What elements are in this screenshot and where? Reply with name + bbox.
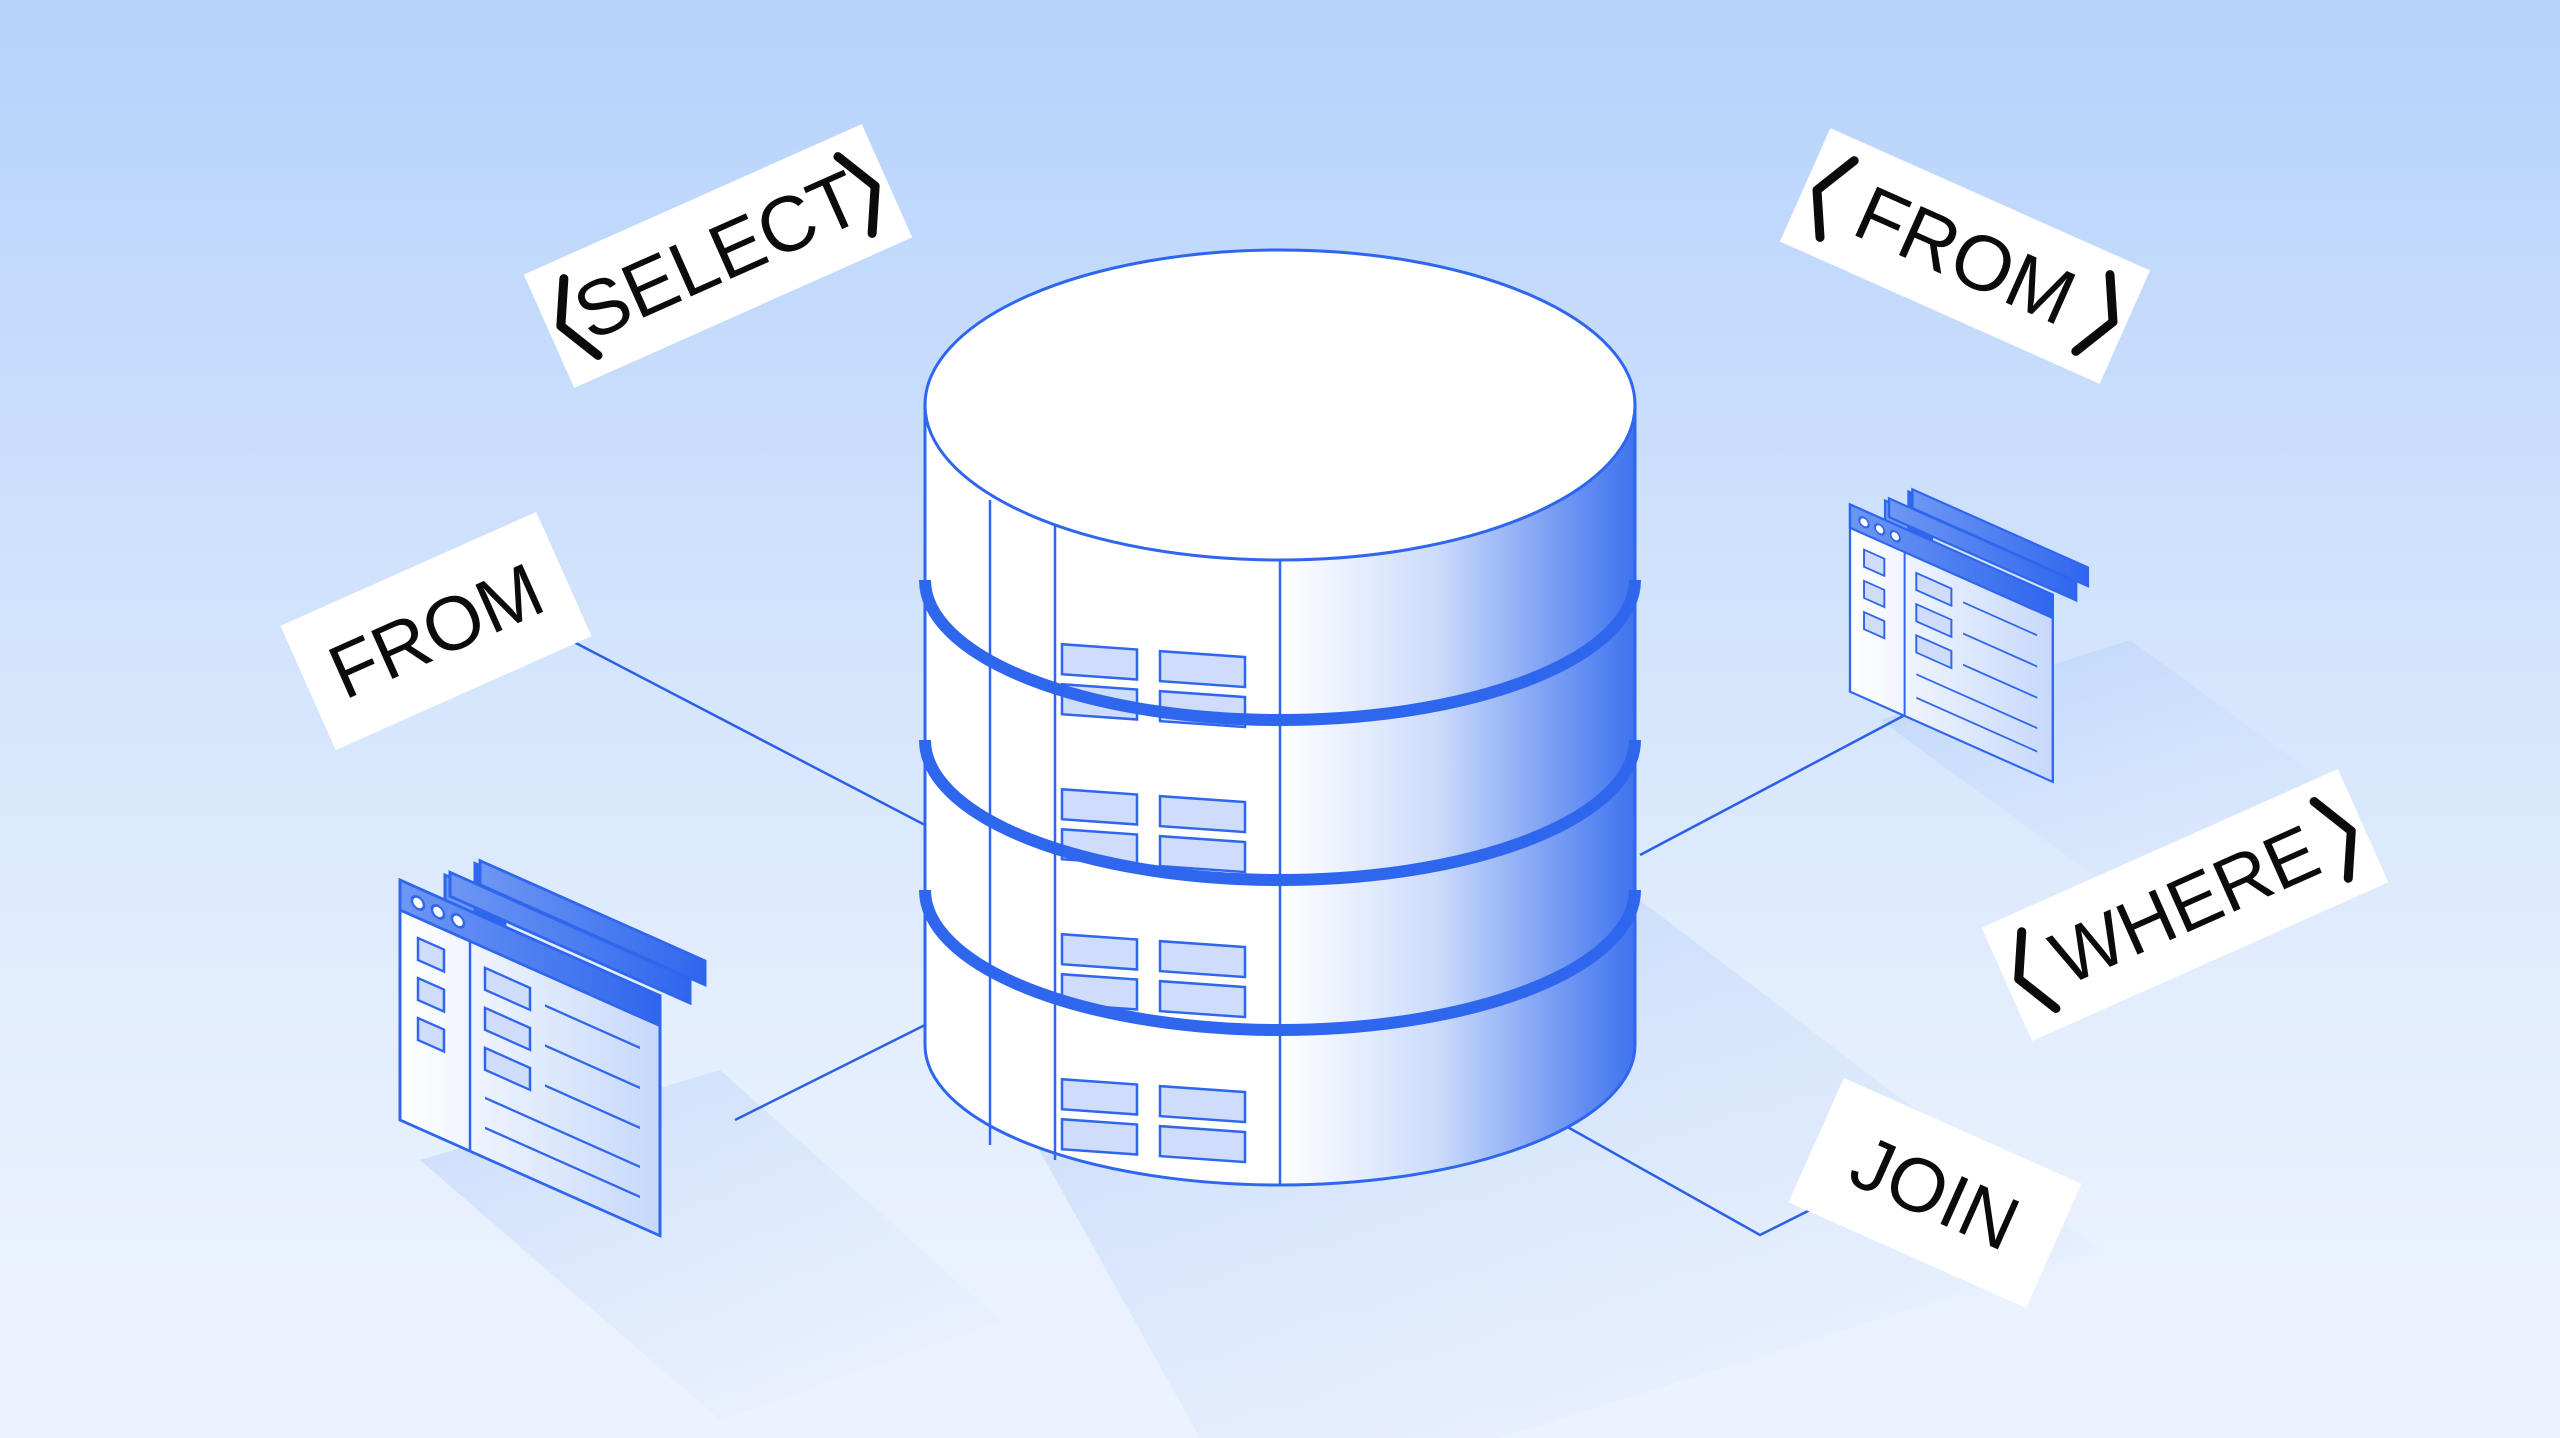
keyword-card-from-left: FROM — [280, 511, 592, 751]
connector-join — [1554, 1118, 1811, 1237]
drawer-panels — [1060, 642, 1247, 1164]
right-angle-bracket-icon — [2309, 797, 2356, 883]
table-window-stack-icon — [398, 858, 707, 1238]
cylinder-rings — [919, 579, 1641, 1036]
connector-lines — [569, 638, 1906, 1237]
database-cylinder-icon — [919, 248, 1641, 1187]
left-angle-bracket-icon — [1812, 156, 1859, 242]
left-angle-bracket-icon — [2014, 927, 2061, 1013]
keyword-card-from-top: FROM — [1779, 128, 2151, 384]
keyword-card-select: SELECT — [523, 124, 913, 388]
right-angle-bracket-icon — [2071, 270, 2118, 356]
connector-table-right — [1639, 713, 1906, 857]
table-window-stack-icon — [1848, 487, 2090, 784]
left-angle-bracket-icon — [556, 274, 603, 360]
connector-table-left — [734, 1023, 926, 1122]
table-stack-left — [398, 858, 707, 1238]
table-stack-right — [1848, 487, 2090, 784]
cylinder-top — [923, 248, 1637, 562]
right-angle-bracket-icon — [833, 152, 880, 238]
connector-from-left — [569, 638, 926, 827]
